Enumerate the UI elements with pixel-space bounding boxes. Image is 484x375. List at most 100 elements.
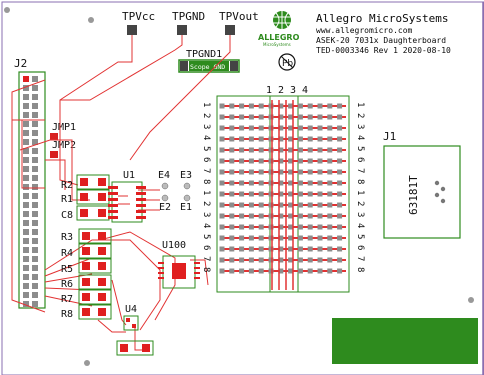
j2-pin	[32, 166, 38, 172]
breadboard-hole	[239, 147, 245, 153]
breadboard-hole	[248, 169, 254, 175]
breadboard-row-label: 2	[201, 201, 211, 206]
j2-label: J2	[14, 57, 27, 70]
e-test-pads[interactable]	[161, 182, 191, 202]
r2-label: R2	[61, 180, 73, 191]
breadboard-column-label: 4	[302, 85, 308, 96]
tpvcc-pad[interactable]	[127, 25, 137, 35]
breadboard-hole	[288, 103, 294, 109]
breadboard-hole	[288, 235, 294, 241]
breadboard-hole	[288, 180, 294, 186]
breadboard-hole	[239, 114, 245, 120]
breadboard-hole	[268, 147, 274, 153]
breadboard-row-label: 5	[201, 234, 211, 239]
breadboard-hole	[327, 257, 333, 263]
breadboard-hole	[268, 268, 274, 274]
board-doc-number: TED-0003346 Rev 1 2020-08-10	[316, 46, 451, 55]
j2-pin	[32, 256, 38, 262]
j2-pin-array[interactable]	[23, 76, 38, 307]
tpvout-pad[interactable]	[225, 25, 235, 35]
breadboard-hole	[268, 257, 274, 263]
breadboard-hole	[288, 114, 294, 120]
breadboard-hole	[317, 103, 323, 109]
breadboard-hole	[327, 114, 333, 120]
breadboard-hole	[307, 257, 313, 263]
breadboard-hole	[268, 169, 274, 175]
r7-label: R7	[61, 294, 73, 305]
breadboard-row-label: 1	[201, 102, 211, 107]
breadboard-row-label: 3	[355, 212, 365, 217]
breadboard-hole	[288, 246, 294, 252]
breadboard-hole	[258, 136, 264, 142]
breadboard-hole	[278, 213, 284, 219]
jmp1-pad[interactable]	[50, 133, 58, 140]
breadboard-hole	[219, 147, 225, 153]
r4-label: R4	[61, 248, 73, 259]
breadboard-hole	[258, 213, 264, 219]
j2-pin	[32, 265, 38, 271]
j2-pin	[23, 175, 29, 181]
breadboard-hole	[248, 213, 254, 219]
breadboard-hole	[248, 224, 254, 230]
breadboard-hole	[288, 169, 294, 175]
breadboard-hole	[317, 213, 323, 219]
jmp2-pad[interactable]	[50, 151, 58, 158]
j2-pin	[32, 121, 38, 127]
breadboard-hole	[337, 268, 343, 274]
breadboard-row-label: 6	[201, 245, 211, 250]
j2-pin	[23, 103, 29, 109]
breadboard-hole	[219, 136, 225, 142]
breadboard-hole	[307, 169, 313, 175]
breadboard-row-label: 8	[201, 267, 211, 272]
breadboard-column-label: 1	[266, 85, 272, 96]
breadboard-hole	[268, 114, 274, 120]
breadboard-row-label: 5	[201, 146, 211, 151]
breadboard-hole	[317, 224, 323, 230]
r1-label: R1	[61, 194, 73, 205]
breadboard-row-label: 2	[355, 201, 365, 206]
breadboard-hole	[219, 224, 225, 230]
breadboard-row-label: 4	[201, 223, 211, 228]
breadboard-hole	[297, 125, 303, 131]
tpvcc-label: TPVcc	[122, 10, 155, 23]
breadboard-hole	[219, 114, 225, 120]
breadboard-hole	[258, 257, 264, 263]
breadboard-hole	[258, 125, 264, 131]
u4-outline	[123, 315, 139, 331]
j1-pins[interactable]	[434, 180, 446, 204]
breadboard-hole	[268, 202, 274, 208]
breadboard-hole	[288, 158, 294, 164]
breadboard-hole	[248, 158, 254, 164]
breadboard-hole	[337, 114, 343, 120]
breadboard-hole-grid[interactable]	[219, 100, 347, 290]
breadboard-hole	[307, 246, 313, 252]
breadboard-row-label: 4	[355, 223, 365, 228]
breadboard-hole	[239, 158, 245, 164]
breadboard-row-label: 7	[355, 168, 365, 173]
breadboard-hole	[258, 191, 264, 197]
tpgnd-pad[interactable]	[177, 25, 187, 35]
tpgnd1-label: TPGND1	[186, 49, 222, 60]
breadboard-hole	[258, 268, 264, 274]
breadboard-hole	[327, 213, 333, 219]
breadboard-hole	[219, 191, 225, 197]
r8-label: R8	[61, 309, 73, 320]
j2-pin	[32, 130, 38, 136]
breadboard-hole	[229, 246, 235, 252]
breadboard-hole	[268, 158, 274, 164]
breadboard-hole	[288, 136, 294, 142]
breadboard-hole	[248, 235, 254, 241]
mounting-hole	[468, 297, 474, 303]
j2-pin	[23, 247, 29, 253]
scope-gnd-outline	[178, 59, 240, 73]
j2-pin	[32, 229, 38, 235]
j2-pin	[32, 184, 38, 190]
breadboard-hole	[239, 224, 245, 230]
j1-part-label: 63181T	[407, 175, 420, 215]
breadboard-hole	[297, 191, 303, 197]
breadboard-row-label: 6	[201, 157, 211, 162]
breadboard-hole	[337, 235, 343, 241]
breadboard-hole	[327, 103, 333, 109]
breadboard-hole	[337, 147, 343, 153]
